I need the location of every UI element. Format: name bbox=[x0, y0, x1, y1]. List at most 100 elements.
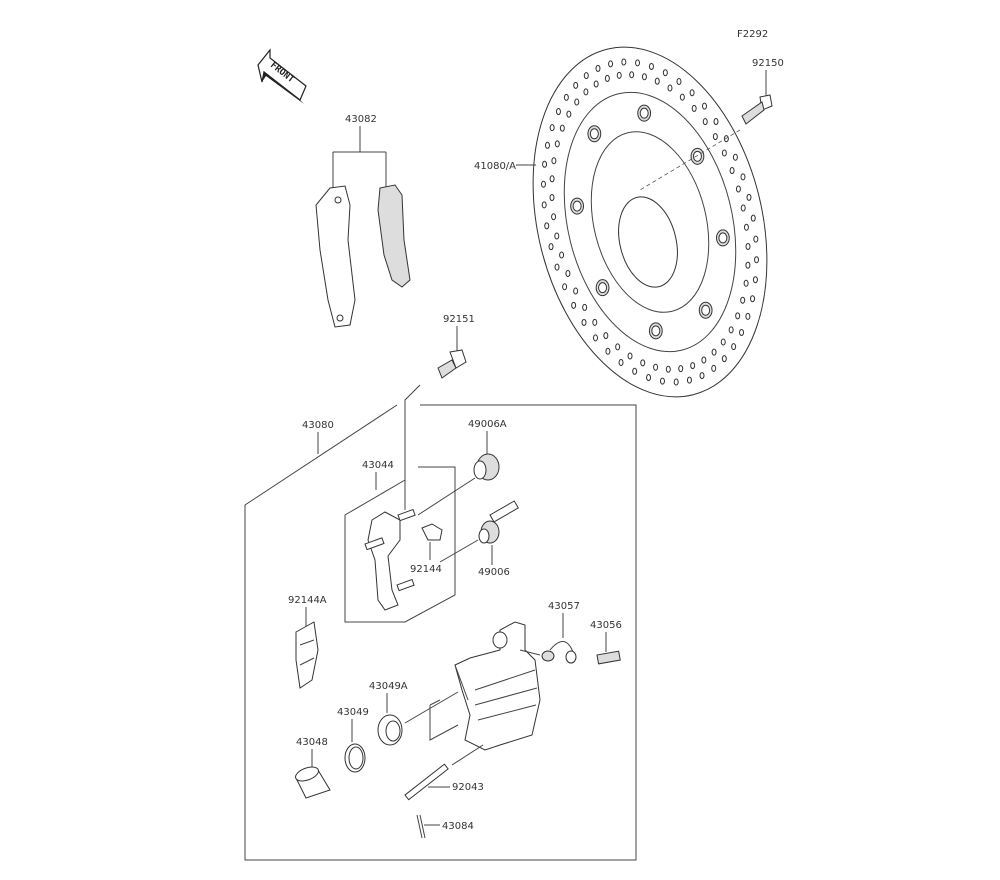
disc-vent-hole bbox=[540, 180, 546, 188]
disc-vent-hole bbox=[739, 328, 745, 336]
disc-vent-hole bbox=[735, 185, 741, 193]
disc-rivet bbox=[690, 147, 705, 165]
label-43057[interactable]: 43057 bbox=[548, 601, 580, 612]
disc-vent-hole bbox=[573, 81, 579, 89]
disc-vent-hole bbox=[653, 363, 659, 371]
disc-vent-hole bbox=[654, 77, 660, 85]
seal-43049a bbox=[377, 714, 403, 746]
disc-vent-hole bbox=[752, 276, 758, 284]
disc-vent-hole bbox=[618, 358, 624, 366]
label-92144[interactable]: 92144 bbox=[410, 564, 442, 575]
disc-vent-hole bbox=[754, 256, 760, 264]
label-43084[interactable]: 43084 bbox=[442, 821, 474, 832]
label-92150[interactable]: 92150 bbox=[752, 58, 784, 69]
disc-vent-hole bbox=[592, 334, 598, 342]
bolt-92150 bbox=[741, 94, 773, 125]
disc-vent-hole bbox=[646, 374, 652, 382]
disc-vent-hole bbox=[641, 73, 647, 81]
front-arrow-icon: FRONT bbox=[257, 48, 307, 104]
disc-vent-hole bbox=[720, 338, 726, 346]
disc-vent-hole bbox=[581, 318, 587, 326]
disc-vent-hole bbox=[699, 372, 705, 380]
disc-vent-hole bbox=[743, 279, 749, 287]
disc-vent-hole bbox=[592, 318, 598, 326]
disc-vent-hole bbox=[740, 204, 746, 212]
disc-vent-hole bbox=[702, 102, 708, 110]
disc-vent-hole bbox=[548, 243, 554, 251]
label-43082[interactable]: 43082 bbox=[345, 114, 377, 125]
disc-vent-hole bbox=[745, 242, 751, 250]
disc-vent-hole bbox=[745, 261, 751, 269]
disc-vent-hole bbox=[555, 108, 561, 116]
disc-vent-hole bbox=[632, 367, 638, 375]
pad-spring-92144a bbox=[295, 621, 319, 689]
brake-pad-right bbox=[377, 184, 411, 288]
disc-rivet bbox=[587, 125, 602, 143]
disc-vent-hole bbox=[615, 343, 621, 351]
disc-vent-hole bbox=[593, 80, 599, 88]
disc-vent-hole bbox=[740, 173, 746, 181]
disc-vent-hole bbox=[731, 343, 737, 351]
label-92151[interactable]: 92151 bbox=[443, 314, 475, 325]
disc-vent-hole bbox=[616, 71, 622, 79]
disc-vent-hole bbox=[565, 269, 571, 277]
label-49006a[interactable]: 49006A bbox=[468, 419, 507, 430]
disc-vent-hole bbox=[729, 167, 735, 175]
figure-code: F2292 bbox=[737, 29, 768, 40]
disc-vent-hole bbox=[629, 71, 635, 79]
label-43056[interactable]: 43056 bbox=[590, 620, 622, 631]
disc-vent-hole bbox=[659, 377, 665, 385]
disc-rivet bbox=[595, 279, 610, 297]
caliper-assembly-frame bbox=[244, 404, 637, 861]
disc-vent-hole bbox=[745, 312, 751, 320]
disc-vent-hole bbox=[690, 362, 696, 370]
brake-pad-left bbox=[315, 185, 356, 328]
bleeder-cap-43057 bbox=[541, 641, 577, 664]
disc-vent-hole bbox=[662, 69, 668, 77]
disc-vent-hole bbox=[542, 160, 548, 168]
disc-vent-hole bbox=[583, 72, 589, 80]
disc-vent-hole bbox=[713, 118, 719, 126]
disc-vent-hole bbox=[559, 251, 565, 259]
disc-vent-hole bbox=[679, 93, 685, 101]
disc-vent-hole bbox=[605, 347, 611, 355]
disc-vent-hole bbox=[740, 296, 746, 304]
disc-vent-hole bbox=[571, 301, 577, 309]
disc-vent-hole bbox=[701, 356, 707, 364]
disc-vent-hole bbox=[551, 157, 557, 165]
label-43049[interactable]: 43049 bbox=[337, 707, 369, 718]
disc-vent-hole bbox=[711, 348, 717, 356]
boot-49006a bbox=[473, 453, 500, 481]
disc-vent-hole bbox=[689, 89, 695, 97]
disc-vent-hole bbox=[595, 64, 601, 72]
disc-vent-hole bbox=[604, 74, 610, 82]
disc-vent-hole bbox=[702, 118, 708, 126]
disc-vent-hole bbox=[554, 232, 560, 240]
bolt-92151 bbox=[437, 349, 467, 379]
label-92144a[interactable]: 92144A bbox=[288, 595, 327, 606]
disc-vent-hole bbox=[559, 124, 565, 132]
label-43080[interactable]: 43080 bbox=[302, 420, 334, 431]
label-41080a[interactable]: 41080/A bbox=[474, 161, 516, 172]
disc-vent-hole bbox=[686, 376, 692, 384]
disc-vent-hole bbox=[562, 283, 568, 291]
disc-vent-hole bbox=[574, 98, 580, 106]
disc-vent-hole bbox=[648, 62, 654, 70]
label-43049a[interactable]: 43049A bbox=[369, 681, 408, 692]
label-92043[interactable]: 92043 bbox=[452, 782, 484, 793]
disc-vent-hole bbox=[554, 140, 560, 148]
brake-disc-41080 bbox=[532, 46, 768, 398]
label-43048[interactable]: 43048 bbox=[296, 737, 328, 748]
piston-43048 bbox=[295, 766, 331, 799]
disc-vent-hole bbox=[721, 149, 727, 157]
disc-vent-hole bbox=[544, 222, 550, 230]
disc-vent-hole bbox=[563, 93, 569, 101]
label-49006[interactable]: 49006 bbox=[478, 567, 510, 578]
label-43044[interactable]: 43044 bbox=[362, 460, 394, 471]
disc-vent-hole bbox=[735, 312, 741, 320]
disc-vent-hole bbox=[621, 58, 627, 66]
disc-vent-hole bbox=[566, 110, 572, 118]
disc-vent-hole bbox=[573, 287, 579, 295]
disc-vent-hole bbox=[678, 365, 684, 373]
